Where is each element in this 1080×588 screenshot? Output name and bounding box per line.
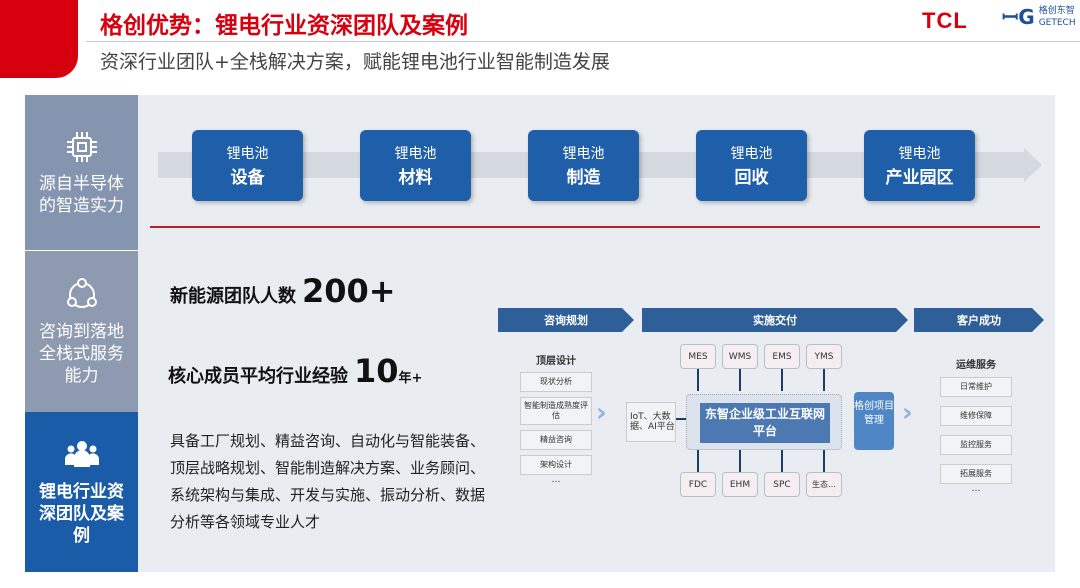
connector (676, 418, 692, 420)
chevron-right-icon: › (596, 398, 607, 428)
project-management: 格创项目管理 (854, 392, 894, 450)
arrow-head (1024, 148, 1042, 182)
page-title: 格创优势：锂电行业资深团队及案例 (100, 13, 468, 39)
chain-step-manufacturing: 锂电池制造 (528, 130, 639, 201)
consult-column: 顶层设计 现状分析 智能制造成熟度评估 精益咨询 架构设计 … (520, 352, 592, 485)
bottom-modules: FDC EHM SPC 生态… (680, 472, 842, 497)
tcl-logo: TCL (922, 8, 968, 33)
team-icon (64, 441, 99, 467)
bottom-connectors (697, 450, 825, 472)
module-ems: EMS (764, 344, 800, 369)
module-ecosystem: 生态… (806, 472, 842, 497)
page-subtitle: 资深行业团队+全栈解决方案，赋能锂电池行业智能制造发展 (100, 51, 610, 73)
sidebar-label: 咨询到落地全栈式服务能力 (39, 321, 124, 386)
service-column: 运维服务 日常维护 维修保障 监控服务 拓展服务 … (940, 356, 1012, 494)
chevron-right-icon: › (902, 398, 913, 428)
getech-en: GETECH (1038, 18, 1076, 28)
module-spc: SPC (764, 472, 800, 497)
module-yms: YMS (806, 344, 842, 369)
chain-step-material: 锂电池材料 (360, 130, 471, 201)
getech-cn: 格创东智 (1038, 6, 1075, 16)
iot-platform: IoT、大数据、AI平台 (626, 402, 676, 442)
divider (86, 41, 1080, 42)
phase-success: 客户成功 (914, 308, 1044, 332)
module-mes: MES (680, 344, 716, 369)
module-wms: WMS (722, 344, 758, 369)
module-ehm: EHM (722, 472, 758, 497)
chain-step-park: 锂电池产业园区 (864, 130, 975, 201)
chain-step-recycling: 锂电池回收 (696, 130, 807, 201)
chip-icon (66, 131, 97, 162)
phase-consulting: 咨询规划 (498, 308, 634, 332)
industrial-internet-platform: 东智企业级工业互联网平台 (700, 403, 830, 443)
top-connectors (697, 369, 825, 391)
phase-delivery: 实施交付 (642, 308, 908, 332)
sidebar-section-fullstack: 咨询到落地全栈式服务能力 (25, 250, 138, 412)
top-modules: MES WMS EMS YMS (680, 344, 842, 369)
chain-step-equipment: 锂电池设备 (192, 130, 303, 201)
getech-logo-icon: ꟷG (1002, 5, 1035, 29)
divider-red (150, 226, 1040, 228)
module-fdc: FDC (680, 472, 716, 497)
sidebar-section-semiconductor: 源自半导体的智造实力 (25, 95, 138, 250)
corner-accent (0, 0, 78, 78)
sidebar-label: 源自半导体的智造实力 (39, 173, 124, 216)
talent-description: 具备工厂规划、精益咨询、自动化与智能装备、顶层战略规划、智能制造解决方案、业务顾… (170, 432, 486, 531)
sidebar-section-team: 锂电行业资深团队及案例 (25, 412, 138, 572)
cycle-icon (66, 277, 97, 308)
sidebar-label: 锂电行业资深团队及案例 (39, 482, 124, 546)
